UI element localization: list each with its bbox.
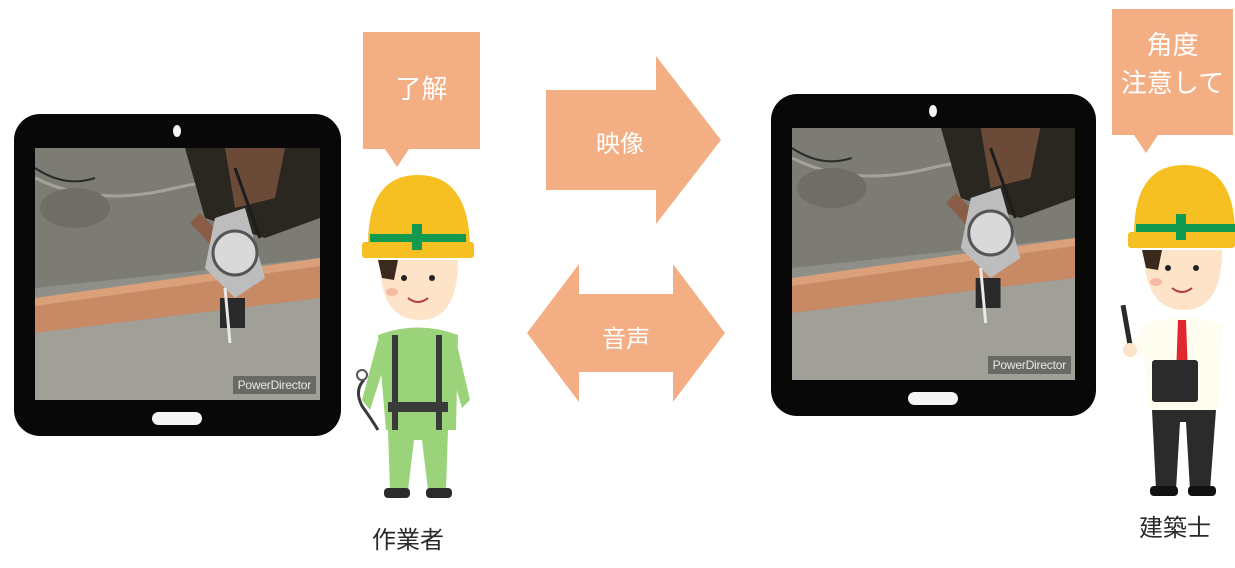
right-tablet-camera — [929, 105, 937, 117]
worker-suit — [378, 327, 458, 430]
left-video-screen: PowerDirector — [35, 148, 320, 400]
architect-role-label: 建築士 — [1139, 514, 1211, 542]
architect-helmet — [1134, 165, 1235, 235]
left-tablet-camera — [173, 125, 181, 137]
right-tablet: PowerDirector — [771, 94, 1096, 416]
right-video-screen: PowerDirector — [792, 128, 1075, 380]
video-arrow-label: 映像 — [596, 130, 644, 158]
worker-role-label: 作業者 — [372, 526, 444, 554]
audio-arrow-label: 音声 — [602, 325, 650, 353]
architect-bubble-tail — [1134, 135, 1158, 153]
architect-figure — [1120, 165, 1235, 496]
left-tablet-home-button[interactable] — [152, 412, 202, 425]
left-watermark: PowerDirector — [232, 376, 316, 394]
architect-bubble-line1: 角度 — [1146, 31, 1199, 61]
video-arrow — [546, 56, 721, 224]
worker-figure — [356, 175, 474, 498]
right-watermark: PowerDirector — [987, 356, 1071, 374]
clipboard — [1152, 360, 1198, 402]
architect-bubble-line2: 注意して — [1120, 69, 1225, 99]
construction-video-frame-remote — [792, 128, 1075, 380]
construction-video-frame — [35, 148, 320, 400]
worker-speech-bubble: 了解 — [363, 32, 480, 167]
architect-speech-bubble: 角度 注意して — [1112, 9, 1233, 153]
right-tablet-home-button[interactable] — [908, 392, 958, 405]
left-tablet: PowerDirector — [14, 114, 341, 436]
audio-bidirectional-arrow — [527, 264, 725, 402]
worker-bubble-text: 了解 — [395, 75, 448, 105]
worker-bubble-tail — [385, 149, 409, 167]
worker-helmet — [368, 175, 470, 245]
